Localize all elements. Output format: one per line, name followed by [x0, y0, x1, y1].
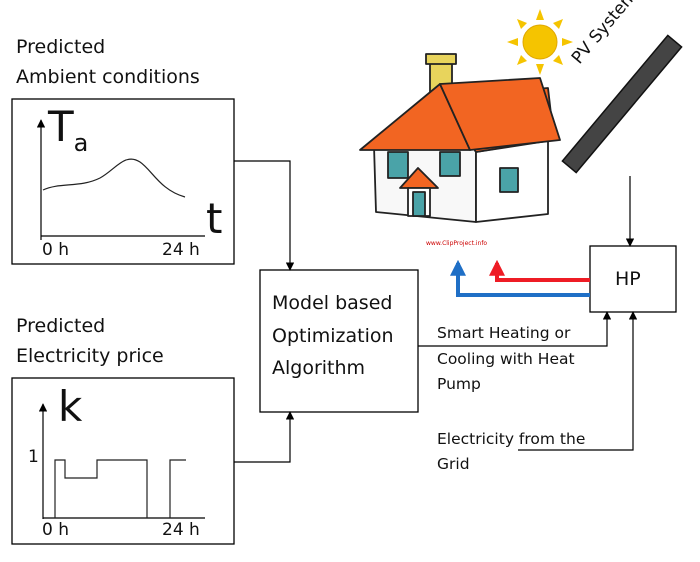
ambient-to-optimizer-arrow	[234, 160, 295, 271]
ambient-y-symbol: Ta	[48, 104, 88, 166]
grid-to-hp-arrow	[518, 311, 638, 451]
price-x-end: 24 h	[162, 520, 200, 540]
house-icon	[359, 53, 561, 223]
price-chart-box	[11, 377, 235, 545]
price-y-tick: 1	[28, 447, 39, 467]
pv-panel	[561, 34, 683, 174]
price-y-symbol: k	[58, 382, 83, 431]
grid-line1: Electricity from the	[437, 430, 586, 448]
ambient-x-start: 0 h	[42, 240, 69, 260]
smart-line2: Cooling with Heat	[437, 350, 575, 368]
ambient-y-subscript: a	[73, 129, 89, 157]
cooling-arrow	[450, 259, 590, 297]
optimizer-to-hp-arrow	[418, 311, 612, 347]
price-x-start: 0 h	[42, 520, 69, 540]
optimizer-box	[259, 269, 419, 413]
hp-label: HP	[615, 268, 641, 290]
ambient-title-line2: Ambient conditions	[16, 66, 200, 88]
price-to-optimizer-arrow	[234, 411, 295, 463]
sun-icon	[507, 9, 573, 75]
heating-arrow	[489, 259, 590, 282]
optimizer-line3: Algorithm	[272, 357, 366, 379]
optimizer-line1: Model based	[272, 292, 393, 314]
ambient-x-symbol: t	[206, 194, 223, 243]
smart-line3: Pump	[437, 375, 481, 393]
ambient-y-letter: T	[48, 102, 74, 151]
clipart-credit: www.ClipProject.info	[426, 240, 488, 247]
grid-line2: Grid	[437, 455, 470, 473]
smart-line1: Smart Heating or	[437, 324, 571, 342]
ambient-x-end: 24 h	[162, 240, 200, 260]
ambient-title-line1: Predicted	[16, 36, 106, 58]
optimizer-line2: Optimization	[272, 325, 394, 347]
price-step-curve	[54, 459, 186, 518]
price-title-line2: Electricity price	[16, 345, 164, 367]
price-title-line1: Predicted	[16, 315, 106, 337]
ambient-temperature-curve	[42, 158, 186, 198]
